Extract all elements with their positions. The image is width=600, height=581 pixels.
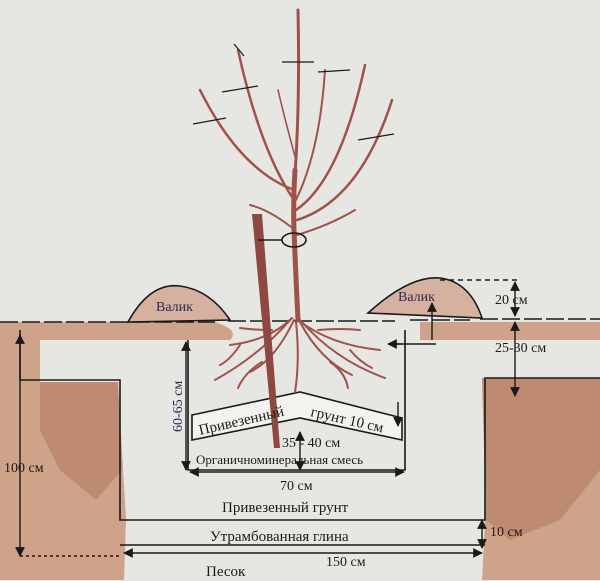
support-stake	[252, 214, 280, 448]
label-imported-soil: Привезенный грунт	[222, 500, 349, 516]
soil-walls	[0, 322, 600, 580]
dimension-lines	[15, 279, 520, 558]
imported-soil-layer	[191, 391, 403, 441]
left-mound	[126, 284, 232, 323]
label-valik-left: Валик	[156, 300, 193, 315]
label-dim-10-right: 10 см	[490, 525, 523, 540]
label-dim-150: 150 см	[326, 555, 366, 570]
tree	[198, 8, 394, 323]
label-dim-20: 20 см	[495, 293, 528, 308]
right-mound	[366, 277, 484, 319]
label-sand: Песок	[206, 564, 246, 580]
label-valik-right: Валик	[398, 290, 435, 305]
label-compacted-clay: Утрамбованная глина	[210, 529, 349, 545]
label-organic-mix: Органичноминеральная смесь	[196, 452, 363, 467]
ground-surface-line	[0, 318, 600, 323]
label-dim-60-65: 60-65 см	[171, 381, 186, 432]
tree-trunk	[291, 167, 301, 323]
left-soil-shadow	[40, 382, 122, 500]
label-dim-70: 70 см	[280, 479, 313, 494]
label-dim-100: 100 см	[4, 461, 44, 476]
roots	[214, 317, 386, 393]
label-dim-35-40: 35 - 40 см	[282, 436, 340, 451]
right-soil-shadow	[482, 378, 600, 540]
label-dim-25-30: 25-30 см	[495, 341, 546, 356]
pruning-marks	[192, 43, 395, 141]
